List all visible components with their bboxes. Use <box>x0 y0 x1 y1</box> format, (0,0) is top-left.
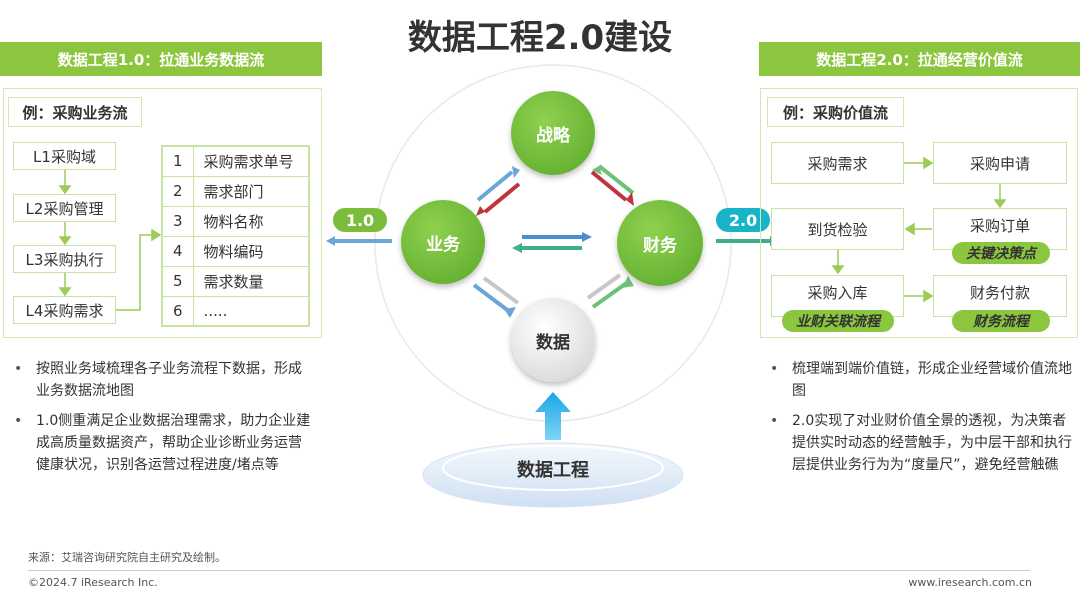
bullet-item: 按照业务域梳理各子业务流程下数据，形成业务数据流地图 <box>4 358 314 402</box>
source-note: 来源：艾瑞咨询研究院自主研究及绘制。 <box>28 551 226 564</box>
copyright: ©2024.7 iResearch Inc. <box>28 576 158 589</box>
right-banner: 数据工程2.0：拉通经营价值流 <box>759 42 1080 76</box>
left-panel <box>3 88 322 338</box>
value-box: 采购需求 <box>771 142 904 184</box>
page-title: 数据工程2.0建设 <box>407 18 673 58</box>
bullet-item: 2.0实现了对业财价值全景的透视，为决策者提供实时动态的经营触手，为中层干部和执… <box>760 410 1072 476</box>
node-finance: 财务 <box>617 200 703 286</box>
value-box: 采购申请 <box>933 142 1067 184</box>
right-flow-arrows <box>831 156 1007 303</box>
tag-finance-flow: 财务流程 <box>952 310 1050 332</box>
data-engineering-label: 数据工程 <box>517 460 589 481</box>
node-data: 数据 <box>511 298 595 382</box>
right-panel <box>760 88 1078 338</box>
value-box: 到货检验 <box>771 208 904 250</box>
right-bullets: 梳理端到端价值链，形成企业经营域价值流地图 2.0实现了对业财价值全景的透视，为… <box>760 358 1072 484</box>
level-box: L4采购需求 <box>13 296 116 324</box>
value-box: 财务付款 <box>933 275 1067 317</box>
website-link[interactable]: www.iresearch.com.cn <box>908 576 1032 589</box>
left-bullets: 按照业务域梳理各子业务流程下数据，形成业务数据流地图 1.0侧重满足企业数据治理… <box>4 358 314 484</box>
node-strategy: 战略 <box>511 91 595 175</box>
level-box: L2采购管理 <box>13 194 116 222</box>
left-banner: 数据工程1.0：拉通业务数据流 <box>0 42 322 76</box>
up-arrow-icon <box>535 392 571 440</box>
tag-key-decision: 关键决策点 <box>952 242 1050 264</box>
table-row: 6..... <box>161 295 310 327</box>
left-example-label: 例：采购业务流 <box>8 97 142 127</box>
badge-1-0: 1.0 <box>333 208 387 232</box>
level-box: L3采购执行 <box>13 245 116 273</box>
footer-divider <box>28 570 1030 571</box>
left-flow-arrows <box>58 170 162 311</box>
tag-business-finance: 业财关联流程 <box>782 310 894 332</box>
bullet-item: 梳理端到端价值链，形成企业经营域价值流地图 <box>760 358 1072 402</box>
badge-2-0: 2.0 <box>716 208 770 232</box>
level-box: L1采购域 <box>13 142 116 170</box>
bullet-item: 1.0侧重满足企业数据治理需求，助力企业建成高质量数据资产，帮助企业诊断业务运营… <box>4 410 314 476</box>
node-business: 业务 <box>401 200 485 284</box>
right-example-label: 例：采购价值流 <box>767 97 904 127</box>
